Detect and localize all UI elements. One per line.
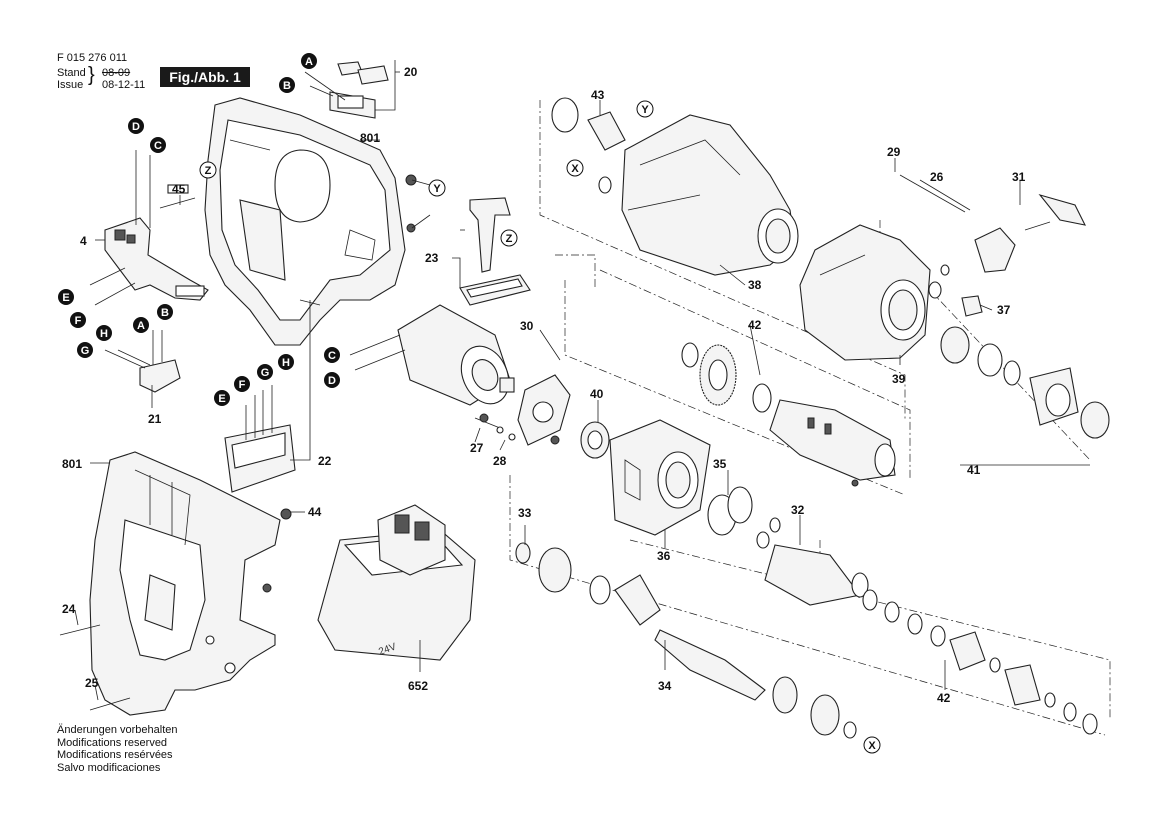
part-20-board (304, 61, 389, 119)
part-number: 24 (62, 602, 76, 616)
part-number: 41 (967, 463, 981, 477)
footer-notes: Änderungen vorbehalten Modifications res… (57, 724, 177, 774)
hammer-housing-39 (799, 224, 931, 361)
part-number: 44 (308, 505, 322, 519)
part-41-group (940, 326, 1110, 439)
connector-letters-dark: A B D C E F H A B G E F G H (58, 53, 340, 406)
part-number: 39 (892, 372, 906, 386)
part-23-contacts (459, 197, 531, 306)
housing-half-lower (59, 451, 292, 716)
part-number: 29 (887, 145, 901, 159)
connector-letter: Y (641, 104, 649, 116)
part-number: 38 (748, 278, 762, 292)
part-number: 27 (470, 441, 484, 455)
connector-letter: B (161, 307, 169, 319)
part-number: 26 (930, 170, 944, 184)
stand-date: 08-09 (102, 67, 131, 79)
connector-letter: A (305, 56, 313, 68)
brace: } (88, 64, 95, 86)
connector-letter: H (100, 328, 108, 340)
part-number: 31 (1012, 170, 1026, 184)
part-number: 34 (658, 679, 672, 693)
footer-note: Modifications resérvées (57, 749, 173, 761)
connector-letter: X (571, 163, 579, 175)
connector-letter: Z (0, 0, 1, 1)
footer-note: Modifications reserved (57, 736, 168, 749)
connector-letter: C (328, 350, 336, 362)
doc-number: F 015 276 011 (57, 52, 128, 64)
part-number: 801 (360, 131, 380, 145)
part-number: 35 (713, 457, 727, 471)
part-number: 43 (591, 88, 605, 102)
part-number: 20 (404, 65, 418, 79)
part-number: 32 (791, 503, 805, 517)
connector-letter: Z (506, 233, 513, 245)
part-number: 21 (148, 412, 162, 426)
lower-drivetrain (515, 486, 1098, 739)
issue-date: 08-12-11 (102, 79, 146, 91)
connector-letter: H (282, 357, 290, 369)
part-number: 36 (657, 549, 671, 563)
parts-26-31 (899, 174, 1086, 299)
connector-letter: B (283, 80, 291, 92)
part-4-switch (89, 150, 209, 306)
connector-letter: Y (433, 183, 441, 195)
housing-half-upper (204, 97, 406, 346)
connector-letter: E (62, 292, 69, 304)
part-37 (961, 295, 983, 317)
battery-pack: 24V (317, 504, 476, 661)
part-number: 28 (493, 454, 507, 468)
part-number: 37 (997, 303, 1011, 317)
connector-letter: F (239, 379, 246, 391)
part-number: 22 (318, 454, 332, 468)
connector-letter: X (868, 740, 876, 752)
part-number-labels: 20 801 45 4 21 22 23 801 44 24 25 652 43… (62, 65, 1026, 705)
part-number: 25 (85, 676, 99, 690)
bearing-40 (580, 421, 610, 459)
gear-housing-38 (621, 114, 799, 276)
part-number: 30 (520, 319, 534, 333)
leader-lines (74, 60, 1090, 701)
connector-letter: G (81, 345, 90, 357)
part-number: 45 (172, 182, 186, 196)
gear-42 (681, 342, 772, 413)
part-number: 23 (425, 251, 439, 265)
footer-note: Salvo modificaciones (57, 761, 161, 774)
connector-letter: D (328, 375, 336, 387)
motor (349, 304, 515, 406)
connector-letter: A (137, 320, 145, 332)
part-number: 4 (80, 234, 87, 248)
intermediate-flange (609, 419, 711, 536)
stand-label: Stand (57, 67, 86, 79)
small-screws (405, 174, 859, 487)
part-number: 42 (748, 318, 762, 332)
part-21-connector (104, 330, 181, 393)
connector-letter: F (75, 315, 82, 327)
bearing-43 (551, 97, 626, 194)
motor-flange (474, 374, 571, 446)
part-number: 801 (62, 457, 82, 471)
connector-letter: G (261, 367, 270, 379)
footer-note: Änderungen vorbehalten (57, 724, 178, 736)
connector-letter: Z (205, 165, 212, 177)
connector-letter: E (218, 393, 225, 405)
connector-letter: C (154, 140, 162, 152)
connector-letter: D (132, 121, 140, 133)
part-number: 40 (590, 387, 604, 401)
connector-letters-outlined: Z Z Y Y X Z X (0, 0, 881, 754)
part-number: 652 (408, 679, 428, 693)
part-22-terminal (224, 385, 296, 493)
part-number: 33 (518, 506, 532, 520)
spindle (769, 399, 896, 481)
part-number: 42 (937, 691, 951, 705)
figure-label: Fig./Abb. 1 (160, 67, 250, 87)
issue-label: Issue (57, 79, 84, 91)
